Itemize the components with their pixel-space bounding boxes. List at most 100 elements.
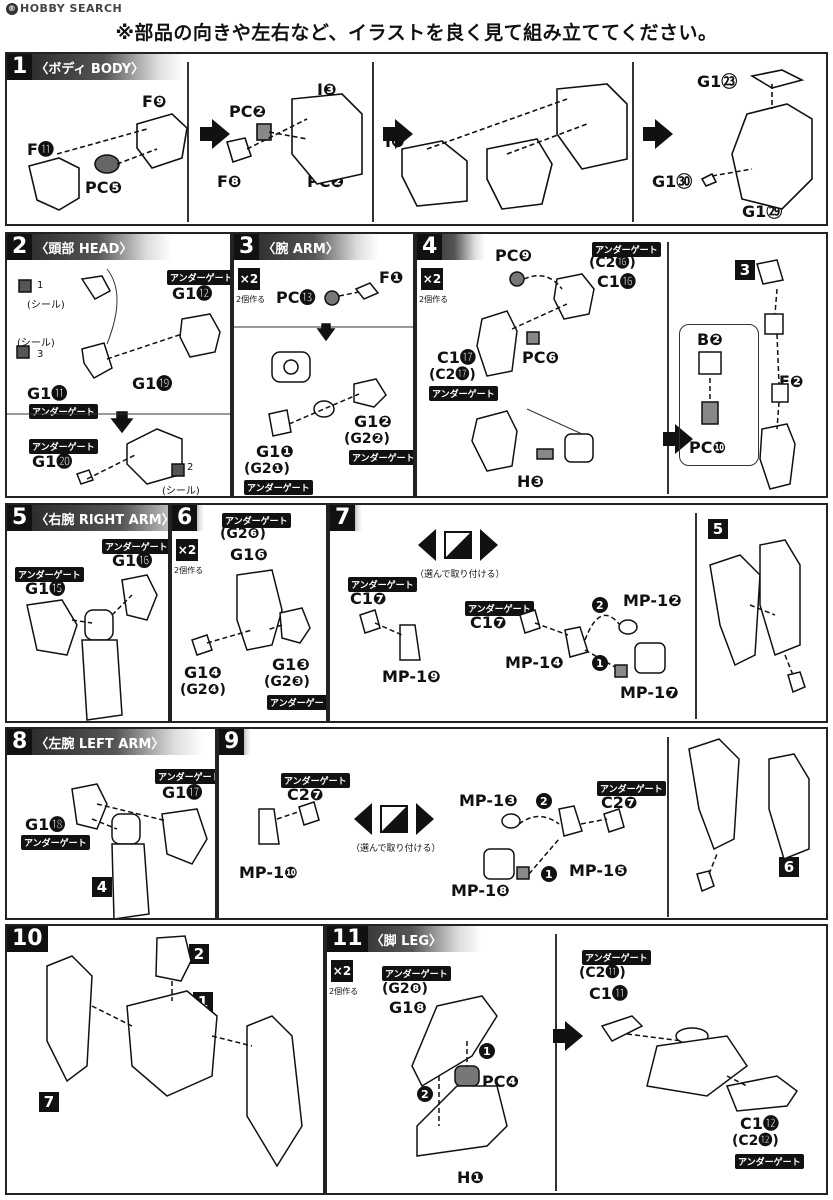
part-label: (G2❹): [180, 682, 226, 698]
step-number: 5: [7, 505, 33, 531]
step-number: 3: [234, 234, 260, 260]
undergate-tag: アンダーゲート: [382, 966, 451, 981]
step-11-panel: 11〈脚 LEG〉 ×2 2個作る アンダーゲート (G2❽) G1❽ PC❹ …: [325, 924, 828, 1195]
svg-text:1: 1: [483, 1045, 491, 1058]
part-label: PC❾: [495, 246, 533, 265]
step-9-header: 9: [219, 729, 252, 755]
undergate-tag: アンダーゲート: [155, 769, 215, 784]
arm-armor-illustration: [191, 569, 311, 656]
left-arm-illustration: [71, 783, 208, 918]
part-label: G1⓳: [132, 374, 173, 393]
divider: [667, 737, 669, 917]
part-label: H❸: [517, 472, 544, 491]
seal-note: (シール): [162, 486, 200, 497]
part-label: G1❶: [256, 442, 294, 461]
arm-subassembly-illustration: [471, 259, 796, 490]
step-title: 〈右腕 RIGHT ARM〉: [35, 512, 170, 528]
part-label: MP-1❺: [569, 861, 628, 880]
part-label: PC❺: [85, 178, 123, 197]
part-label: G1❷: [354, 412, 392, 431]
undergate-tag: アンダーゲート: [29, 404, 98, 419]
step-reference-box: 7: [39, 1092, 59, 1112]
part-label: G1❸: [272, 655, 310, 674]
divider: [667, 242, 669, 494]
part-label: (C2⓱): [429, 367, 476, 383]
step-title: 〈腕 ARM〉: [262, 241, 339, 257]
two-sets-badge: ×2: [176, 539, 198, 561]
choose-one-icon: [354, 803, 434, 835]
undergate-tag: アンダーゲート: [582, 950, 651, 965]
part-label: C1❼: [350, 589, 387, 608]
svg-text:2: 2: [421, 1088, 429, 1101]
step-number: 7: [330, 505, 356, 531]
part-label: G1⓱: [162, 783, 203, 802]
step-number: 2: [7, 234, 33, 260]
step-number: 4: [417, 234, 443, 260]
part-label: F❽: [217, 172, 242, 191]
divider: [695, 513, 697, 719]
part-label: G1⓴: [32, 452, 73, 471]
upper-body-assembly-illustration: [46, 935, 303, 1168]
undergate-tag: アンダーゲート: [281, 773, 350, 788]
part-label: G1❽: [389, 998, 427, 1017]
part-label: F❶: [379, 268, 404, 287]
svg-text:2: 2: [540, 795, 548, 808]
part-label: C2❼: [601, 793, 638, 812]
part-label: PC⓭: [276, 288, 316, 307]
seal-note: (シール): [17, 338, 55, 349]
hand-parts-illustration: 2 1: [359, 539, 806, 694]
part-label: I❸: [317, 80, 337, 99]
step-number: 9: [219, 729, 245, 755]
part-label: F⓫: [27, 140, 54, 159]
part-label: MP-1❸: [459, 791, 518, 810]
hand-parts-illustration: 2 1: [258, 738, 810, 893]
step-6-header: 6: [172, 505, 205, 531]
choose-one-icon: [418, 529, 498, 561]
part-label: (C2⓫): [579, 965, 626, 981]
svg-text:2: 2: [596, 599, 604, 612]
part-label: C2❼: [287, 785, 324, 804]
part-label: I❹: [385, 132, 405, 151]
part-label: G1❹: [184, 663, 222, 682]
part-label: (C2⓬): [732, 1133, 779, 1149]
part-label: MP-1❼: [620, 683, 679, 702]
select-note: （選んで取り付ける）: [351, 844, 441, 854]
undergate-tag: アンダーゲート: [267, 695, 326, 710]
part-label: PC❻: [522, 348, 560, 367]
part-label: G1㉓: [697, 72, 738, 91]
step-10-panel: 10 2 1 7: [5, 924, 325, 1195]
body-parts-illustration: [28, 69, 813, 211]
arm-parts-illustration: [234, 282, 413, 437]
step-1-header: 1〈ボディ BODY〉: [7, 54, 185, 80]
undergate-tag: アンダーゲート: [244, 480, 313, 495]
part-label: MP-1❽: [451, 881, 510, 900]
seal-note: (シール): [27, 300, 65, 311]
part-label: (G2❻): [220, 526, 266, 542]
undergate-tag: アンダーゲート: [597, 781, 666, 796]
part-label: MP-1❾: [382, 667, 441, 686]
part-label: F❾: [142, 92, 167, 111]
part-label: (G2❸): [264, 674, 310, 690]
step-8-panel: 8〈左腕 LEFT ARM〉 アンダーゲート G1⓱ G1⓲ アンダーゲート 4: [5, 727, 217, 920]
watermark: ®HOBBY SEARCH: [6, 2, 123, 15]
part-label: G1⓬: [172, 284, 213, 303]
part-label: B❷: [697, 330, 723, 349]
step-title: 〈ボディ BODY〉: [35, 61, 145, 77]
undergate-tag: アンダーゲート: [735, 1154, 804, 1169]
leg-parts-illustration: 1 2: [411, 995, 799, 1157]
undergate-tag: アンダーゲート: [429, 386, 498, 401]
step-reference-box: 4: [92, 877, 112, 897]
step-4-panel: 4 ×2 2個作る PC❾ アンダーゲート (C2⓰) C1⓰ C1⓱ (C2⓱…: [415, 232, 828, 498]
part-label: (G2❷): [344, 431, 390, 447]
two-sets-badge: ×2: [421, 268, 443, 290]
divider: [632, 62, 634, 222]
step-title: 〈左腕 LEFT ARM〉: [35, 736, 165, 752]
step-number: 1: [7, 54, 33, 80]
part-label: G1⓫: [27, 384, 68, 403]
undergate-tag: アンダーゲート: [465, 601, 534, 616]
seal-number: 2: [187, 462, 194, 473]
undergate-tag: アンダーゲート: [21, 835, 90, 850]
undergate-tag: アンダーゲート: [167, 270, 230, 285]
part-label: G1㉚: [652, 172, 693, 191]
undergate-tag: アンダーゲート: [349, 450, 413, 465]
